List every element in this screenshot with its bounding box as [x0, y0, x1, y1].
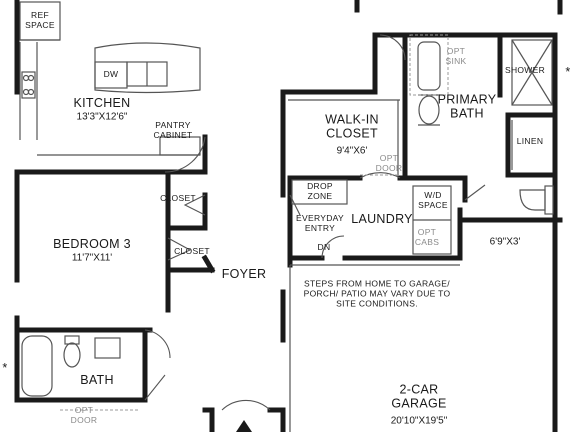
- everyday-entry-label: EVERYDAY ENTRY: [296, 213, 344, 233]
- dashed-lines: [60, 34, 449, 411]
- closet-2-label: CLOSET: [174, 246, 210, 257]
- asterisk-right: *: [565, 64, 571, 79]
- walls: [14, 0, 563, 432]
- fixtures: [19, 1, 554, 432]
- foyer-name: FOYER: [221, 266, 267, 281]
- walk-in-closet-dimensions: 9'4"X6': [336, 145, 368, 157]
- kitchen-name: KITCHEN: [73, 95, 131, 110]
- garage-dimensions: 20'10"X19'5": [390, 415, 448, 427]
- opt-sink-label: OPT SINK: [445, 46, 467, 66]
- closet-1-label: CLOSET: [160, 193, 196, 204]
- drop-zone-label: DROP ZONE: [307, 181, 333, 201]
- entry-arrow: [236, 420, 252, 432]
- wd-space-label: W/D SPACE: [418, 190, 448, 210]
- ref-space-label: REF SPACE: [25, 10, 55, 30]
- pantry-cabinet-label: PANTRY CABINET: [153, 120, 193, 140]
- bedroom3-name: BEDROOM 3: [53, 236, 131, 251]
- shower-label: SHOWER: [504, 65, 546, 76]
- primary-bath-name: PRIMARY BATH: [437, 92, 497, 121]
- closet-opt-door-label: OPT DOOR: [375, 153, 403, 173]
- laundry-name: LAUNDRY: [351, 211, 413, 226]
- garage-name: 2-CAR GARAGE: [391, 382, 447, 411]
- bath-name: BATH: [80, 372, 114, 387]
- kitchen-dimensions: 13'3"X12'6": [76, 111, 128, 123]
- bedroom3-dimensions: 11'7"X11': [71, 252, 113, 264]
- down-stairs-label: DN: [317, 242, 331, 253]
- walk-in-closet-name: WALK-IN CLOSET: [325, 112, 379, 141]
- bath-opt-door-label: OPT DOOR: [70, 405, 98, 425]
- dishwasher-label: DW: [103, 69, 119, 80]
- porch-dimensions: 6'9"X3': [489, 236, 521, 248]
- linen-label: LINEN: [516, 136, 544, 147]
- garage-steps-note: STEPS FROM HOME TO GARAGE/ PORCH/ PATIO …: [303, 278, 451, 308]
- door-swings: [144, 34, 486, 411]
- asterisk-left: *: [2, 360, 8, 375]
- opt-cabs-label: OPT CABS: [414, 227, 440, 247]
